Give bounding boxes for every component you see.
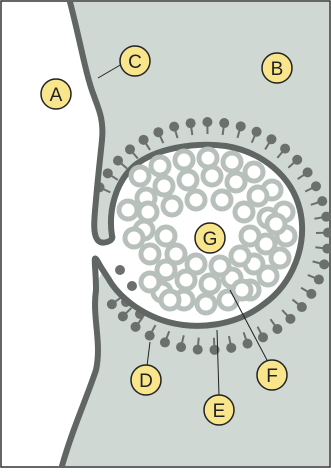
- svg-text:B: B: [271, 59, 284, 80]
- coat-particle: [107, 299, 117, 309]
- internal-vesicle: [211, 257, 229, 275]
- coat-particle: [321, 212, 331, 222]
- coat-particle: [193, 345, 203, 355]
- internal-vesicle: [175, 151, 193, 169]
- internal-vesicle: [231, 247, 249, 265]
- internal-vesicle: [223, 153, 241, 171]
- coat-particle: [153, 127, 163, 137]
- coat-particle: [297, 302, 307, 312]
- internal-vesicle: [179, 171, 197, 189]
- internal-vesicle: [131, 167, 149, 185]
- coat-particle: [118, 311, 128, 321]
- coat-particle: [243, 339, 253, 349]
- internal-vesicle: [241, 227, 259, 245]
- internal-vesicle: [199, 149, 217, 167]
- coat-particle: [145, 331, 155, 341]
- coat-particle: [113, 156, 123, 166]
- coat-particle: [317, 196, 327, 206]
- svg-text:F: F: [266, 366, 278, 387]
- coat-particle: [139, 135, 149, 145]
- svg-text:A: A: [50, 85, 63, 106]
- internal-vesicle: [119, 201, 137, 219]
- svg-text:C: C: [128, 52, 142, 73]
- coat-particle: [285, 314, 295, 324]
- internal-vesicle: [139, 203, 157, 221]
- coat-particle: [252, 127, 262, 137]
- label-b: B: [262, 53, 292, 83]
- coat-particle: [272, 324, 282, 334]
- coat-particle: [292, 155, 302, 165]
- internal-vesicle: [235, 203, 253, 221]
- coat-particle: [236, 121, 246, 131]
- coat-particle: [127, 281, 137, 291]
- coat-particle: [131, 322, 141, 332]
- coat-particle: [186, 118, 196, 128]
- coat-particle: [103, 168, 113, 178]
- label-a: A: [41, 79, 71, 109]
- coat-particle: [176, 342, 186, 352]
- internal-vesicle: [161, 291, 179, 309]
- internal-vesicle: [167, 245, 185, 263]
- coat-particle: [202, 117, 212, 127]
- internal-vesicle: [187, 255, 205, 273]
- internal-vesicle: [245, 163, 263, 181]
- coat-particle: [169, 122, 179, 132]
- coat-particle: [319, 259, 329, 269]
- coat-particle: [266, 134, 276, 144]
- coat-particle: [115, 265, 125, 275]
- coat-particle: [280, 144, 290, 154]
- internal-vesicle: [125, 229, 143, 247]
- svg-text:D: D: [139, 371, 153, 392]
- internal-vesicle: [233, 281, 251, 299]
- coat-particle: [219, 118, 229, 128]
- internal-vesicle: [267, 215, 285, 233]
- coat-particle: [125, 144, 135, 154]
- svg-text:E: E: [213, 401, 226, 422]
- coat-particle: [160, 337, 170, 347]
- internal-vesicle: [197, 295, 215, 313]
- internal-vesicle: [187, 191, 205, 209]
- internal-vesicle: [227, 173, 245, 191]
- coat-particle: [314, 275, 324, 285]
- internal-vesicle: [141, 273, 159, 291]
- coat-particle: [311, 181, 321, 191]
- internal-vesicle: [155, 177, 173, 195]
- coat-particle: [258, 332, 268, 342]
- internal-vesicle: [157, 227, 175, 245]
- coat-particle: [303, 167, 313, 177]
- svg-text:G: G: [203, 229, 218, 250]
- label-g: G: [195, 223, 225, 253]
- coat-particle: [226, 343, 236, 353]
- internal-vesicle: [213, 191, 231, 209]
- internal-vesicle: [163, 197, 181, 215]
- internal-vesicle: [201, 275, 219, 293]
- internal-vesicle: [151, 157, 169, 175]
- internal-vesicle: [249, 187, 267, 205]
- internal-vesicle: [203, 167, 221, 185]
- coat-particle: [306, 289, 316, 299]
- internal-vesicle: [141, 245, 159, 263]
